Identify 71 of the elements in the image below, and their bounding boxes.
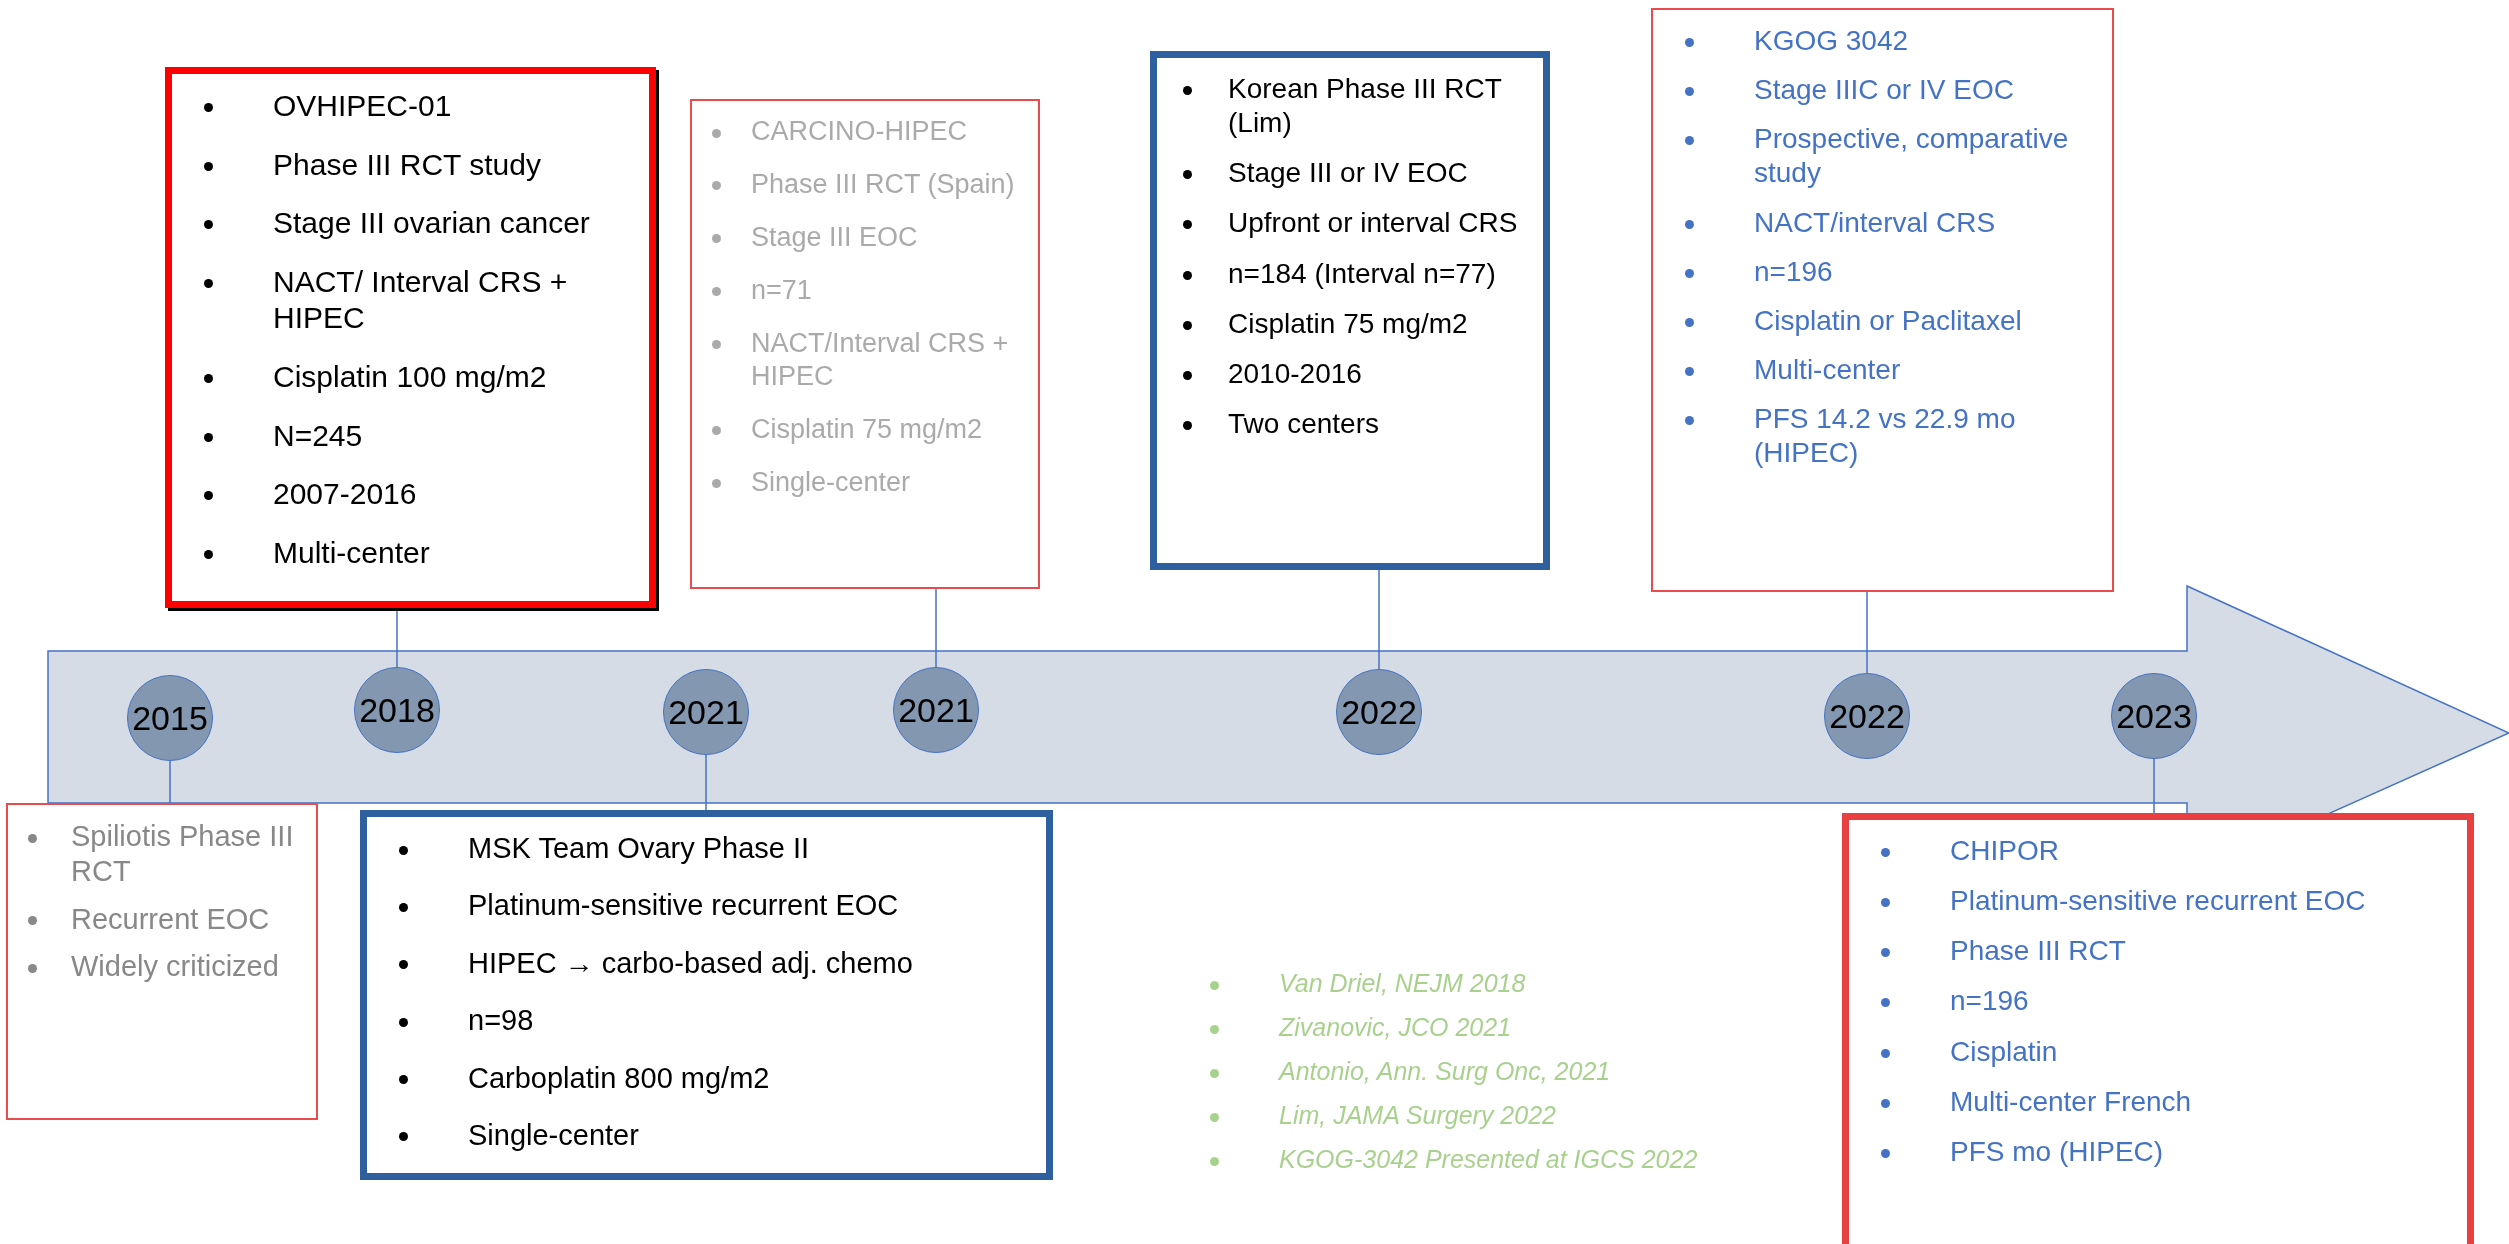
bullet-item: HIPEC → carbo-based adj. chemo xyxy=(468,945,914,981)
bullet-item: Single-center xyxy=(751,465,912,499)
bullet-item: Korean Phase III RCT (Lim) xyxy=(1228,72,1503,141)
bullet-item: Two centers xyxy=(1228,407,1380,442)
reference-note: Antonio, Ann. Surg Onc, 2021 xyxy=(1279,1056,1612,1086)
year-label: 2018 xyxy=(359,693,435,727)
bullet-item: NACT/Interval CRS + HIPEC xyxy=(751,326,1010,393)
bullet-item: Multi-center xyxy=(1754,353,1902,388)
bullet-item: 2010-2016 xyxy=(1228,356,1363,391)
bullet-item: N=245 xyxy=(273,417,364,454)
reference-note: Lim, JAMA Surgery 2022 xyxy=(1279,1100,1557,1130)
year-label: 2015 xyxy=(132,701,208,735)
bullet-item: Platinum-sensitive recurrent EOC xyxy=(468,888,900,924)
bullet-item: n=71 xyxy=(751,273,813,307)
study-box xyxy=(1150,51,1550,570)
bullet-item: CARCINO-HIPEC xyxy=(751,115,968,148)
year-label: 2022 xyxy=(1829,699,1905,733)
bullet-item: Platinum-sensitive recurrent EOC xyxy=(1950,884,2367,919)
bullet-item: 2007-2016 xyxy=(273,476,418,513)
bullet-item: Cisplatin xyxy=(1950,1034,2059,1069)
connector-line xyxy=(705,754,707,811)
bullet-item: Cisplatin 75 mg/m2 xyxy=(1228,306,1469,341)
bullet-item: n=184 (Interval n=77) xyxy=(1228,256,1497,291)
bullet-item: Spiliotis Phase III RCT xyxy=(71,819,295,890)
study-box xyxy=(1842,813,2474,1244)
study-box xyxy=(165,67,656,608)
bullet-item: Cisplatin 75 mg/m2 xyxy=(751,412,984,446)
reference-note: Van Driel, NEJM 2018 xyxy=(1279,968,1527,998)
bullet-item: Multi-center xyxy=(273,534,431,571)
bullet-item: Stage III EOC xyxy=(751,220,919,254)
year-label: 2022 xyxy=(1341,695,1417,729)
connector-line xyxy=(1866,591,1868,674)
bullet-item: PFS mo (HIPEC) xyxy=(1950,1134,2165,1169)
bullet-item: Cisplatin or Paclitaxel xyxy=(1754,303,2023,338)
connector-line xyxy=(935,588,937,668)
year-label: 2023 xyxy=(2116,699,2192,733)
bullet-item: Phase III RCT (Spain) xyxy=(751,167,1016,201)
study-box xyxy=(6,803,318,1120)
connector-line xyxy=(1378,569,1380,670)
bullet-item: Stage III or IV EOC xyxy=(1228,156,1469,191)
bullet-item: NACT/ Interval CRS + HIPEC xyxy=(273,263,569,337)
bullet-item: PFS 14.2 vs 22.9 mo (HIPEC) xyxy=(1754,402,2017,471)
bullet-item: MSK Team Ovary Phase II xyxy=(468,831,811,866)
bullet-item: Upfront or interval CRS xyxy=(1228,206,1519,241)
bullet-item: Widely criticized xyxy=(71,949,280,985)
year-label: 2021 xyxy=(898,693,974,727)
bullet-item: NACT/interval CRS xyxy=(1754,205,1997,240)
bullet-item: Multi-center French xyxy=(1950,1084,2193,1119)
bullet-item: n=196 xyxy=(1754,254,1834,289)
bullet-item: Prospective, comparative study xyxy=(1754,122,2070,191)
connector-line xyxy=(169,760,171,804)
reference-note: KGOG-3042 Presented at IGCS 2022 xyxy=(1279,1144,1699,1174)
bullet-item: Stage IIIC or IV EOC xyxy=(1754,73,2015,108)
bullet-item: Phase III RCT xyxy=(1950,934,2127,969)
bullet-item: CHIPOR xyxy=(1950,834,2060,868)
bullet-item: OVHIPEC-01 xyxy=(273,88,453,124)
study-box xyxy=(360,810,1053,1180)
reference-note: Zivanovic, JCO 2021 xyxy=(1279,1012,1513,1042)
bullet-item: Cisplatin 100 mg/m2 xyxy=(273,358,548,395)
bullet-item: Recurrent EOC xyxy=(71,901,271,937)
bullet-item: Phase III RCT study xyxy=(273,146,542,183)
study-box xyxy=(690,99,1040,589)
year-label: 2021 xyxy=(668,695,744,729)
bullet-item: n=98 xyxy=(468,1003,535,1039)
bullet-item: Stage III ovarian cancer xyxy=(273,205,591,242)
bullet-item: Carboplatin 800 mg/m2 xyxy=(468,1060,771,1096)
study-box xyxy=(1651,8,2114,592)
bullet-item: Single-center xyxy=(468,1117,640,1153)
bullet-item: KGOG 3042 xyxy=(1754,24,1910,58)
connector-line xyxy=(2153,758,2155,814)
bullet-item: n=196 xyxy=(1950,984,2030,1019)
